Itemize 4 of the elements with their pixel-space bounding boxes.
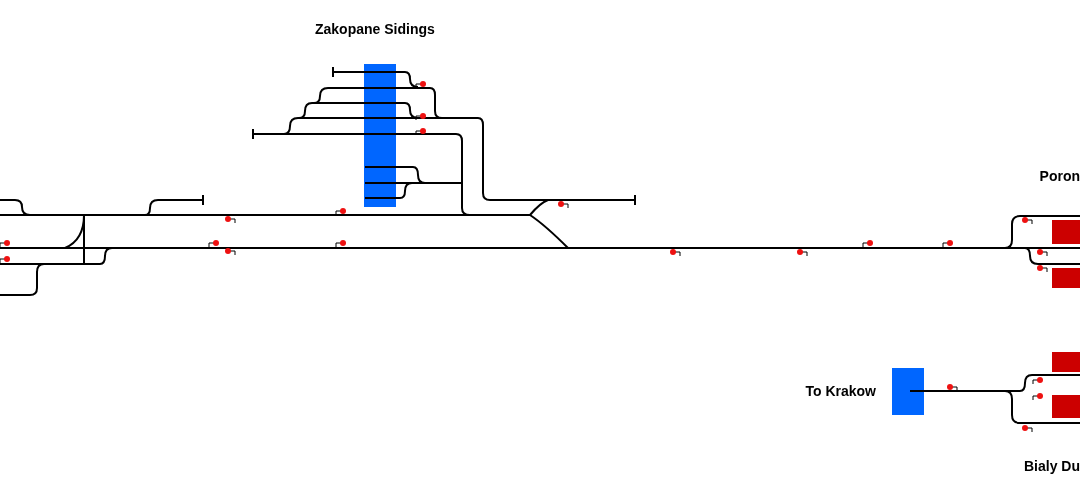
location-label: Zakopane Sidings bbox=[315, 20, 435, 38]
station-label: Poron bbox=[1039, 167, 1080, 185]
direction-label: To Krakow bbox=[805, 382, 876, 400]
station-label: Bialy Du bbox=[1024, 457, 1080, 475]
